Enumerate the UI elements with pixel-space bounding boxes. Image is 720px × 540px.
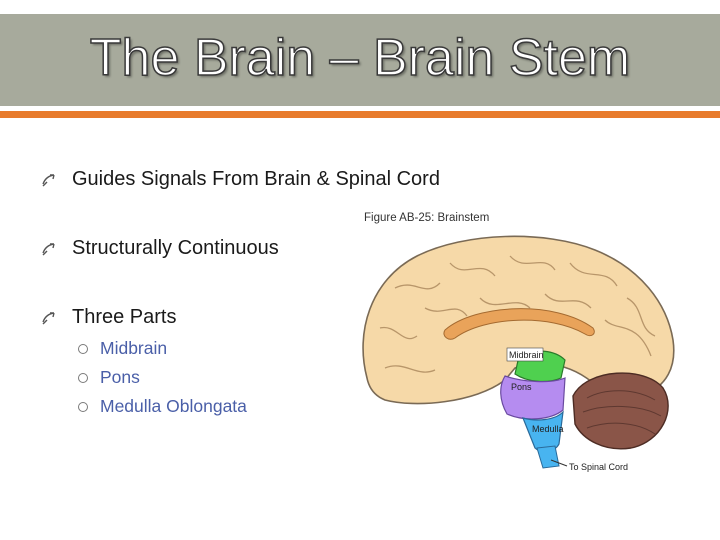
corpus-callosum: [443, 308, 595, 340]
bullet-arrow-icon: [42, 311, 56, 325]
figure-caption: Figure AB-25: Brainstem: [364, 212, 490, 224]
bullet-arrow-icon: [42, 173, 56, 187]
sub-bullet-pons: Pons: [78, 367, 140, 388]
sub-bullet-text: Medulla Oblongata: [100, 396, 247, 416]
bullet-text: Guides Signals From Brain & Spinal Cord: [72, 168, 440, 190]
bullet-text: Structurally Continuous: [72, 237, 279, 259]
circle-bullet-icon: [78, 401, 88, 412]
bullet-text: Three Parts: [72, 306, 177, 328]
brain-diagram: Midbrain Pons Medulla To Spinal Cord: [362, 235, 675, 472]
label-medulla: Medulla: [532, 424, 564, 434]
bullet-item-3: Three Parts: [42, 306, 176, 329]
spinal-cord: [536, 445, 560, 469]
sub-bullet-medulla: Medulla Oblongata: [78, 396, 247, 417]
label-midbrain: Midbrain: [509, 350, 544, 360]
slide-title: The Brain – Brain Stem: [89, 28, 631, 88]
cerebellum: [572, 372, 669, 450]
sub-bullet-text: Pons: [100, 367, 140, 387]
bullet-item-1: Guides Signals From Brain & Spinal Cord: [42, 168, 440, 191]
title-bar: [0, 14, 720, 106]
accent-divider: [0, 111, 720, 118]
spinal-cord-arrow-icon: [550, 459, 568, 467]
label-pons: Pons: [511, 382, 532, 392]
bullet-item-2: Structurally Continuous: [42, 237, 279, 260]
bullet-arrow-icon: [42, 242, 56, 256]
label-spinal-cord: To Spinal Cord: [569, 462, 628, 472]
pons-region: [500, 375, 566, 420]
circle-bullet-icon: [78, 372, 88, 383]
sub-bullet-text: Midbrain: [100, 338, 168, 358]
sub-bullet-midbrain: Midbrain: [78, 338, 167, 359]
circle-bullet-icon: [78, 343, 88, 354]
